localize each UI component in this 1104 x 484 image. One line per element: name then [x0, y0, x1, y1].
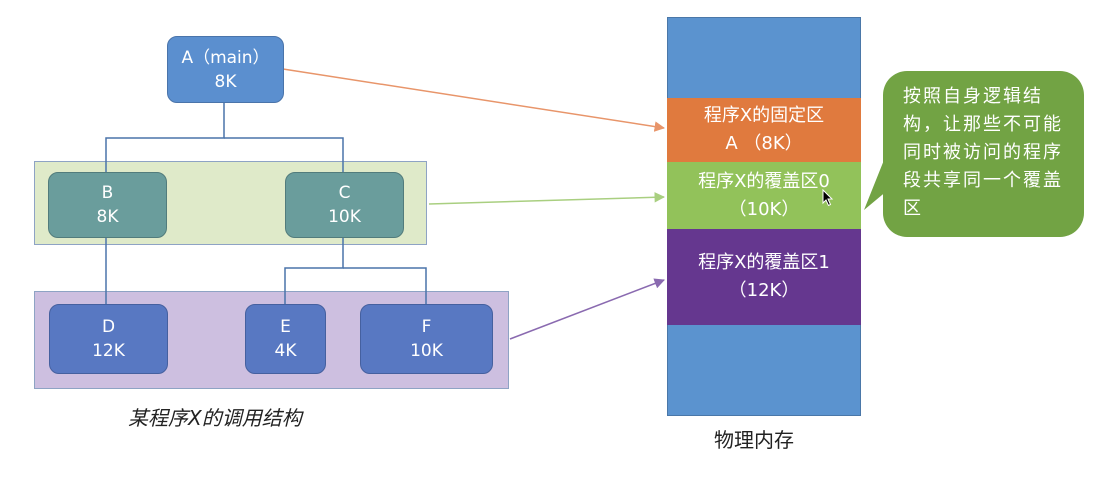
node-d: D 12K	[49, 304, 168, 374]
memory-fixed-label: 程序X的固定区	[703, 105, 825, 126]
arrow-a-to-fixed	[282, 68, 666, 132]
node-c-name: C	[338, 183, 351, 203]
memory-fixed-size: A （8K）	[725, 133, 803, 154]
node-a-size: 8K	[214, 71, 237, 92]
memory-fixed-region: 程序X的固定区 A （8K）	[667, 98, 861, 162]
node-e: E 4K	[245, 304, 326, 374]
memory-overlay0-label: 程序X的覆盖区0	[698, 170, 830, 192]
node-a-name: A（main）	[181, 47, 270, 68]
node-c: C 10K	[285, 172, 404, 238]
node-d-name: D	[101, 317, 116, 337]
node-f-size: 10K	[410, 341, 443, 361]
tree-edges	[105, 103, 427, 304]
node-f-name: F	[421, 317, 432, 337]
node-b-name: B	[101, 183, 114, 203]
callout-text: 按照自身逻辑结构，让那些不可能同时被访问的程序段共享同一个覆盖区	[903, 86, 1063, 219]
node-f: F 10K	[360, 304, 493, 374]
memory-overlay1-label: 程序X的覆盖区1	[698, 252, 830, 273]
node-b-size: 8K	[96, 207, 119, 227]
callout-tail	[864, 150, 888, 210]
edge-a-b	[105, 103, 225, 172]
tree-caption: 某程序X的调用结构	[128, 406, 302, 430]
callout-bubble: 按照自身逻辑结构，让那些不可能同时被访问的程序段共享同一个覆盖区	[883, 71, 1084, 237]
memory-overlay0-size: （10K）	[728, 198, 800, 220]
edge-c-f	[343, 267, 427, 304]
memory-overlay1-region: 程序X的覆盖区1 （12K）	[667, 229, 861, 325]
node-e-name: E	[280, 317, 291, 337]
edge-a-c	[224, 137, 344, 172]
node-c-size: 10K	[328, 207, 361, 227]
mouse-cursor-icon	[822, 189, 834, 207]
arrow-band-to-overlay0	[428, 192, 666, 205]
memory-overlay1-size: （12K）	[728, 280, 800, 301]
node-a: A（main） 8K	[167, 36, 284, 103]
node-b: B 8K	[48, 172, 167, 238]
memory-caption: 物理内存	[714, 428, 794, 452]
node-d-size: 12K	[92, 341, 125, 361]
node-e-size: 4K	[274, 341, 297, 361]
arrow-band-to-overlay1	[509, 278, 665, 340]
edge-c-e	[284, 238, 344, 304]
